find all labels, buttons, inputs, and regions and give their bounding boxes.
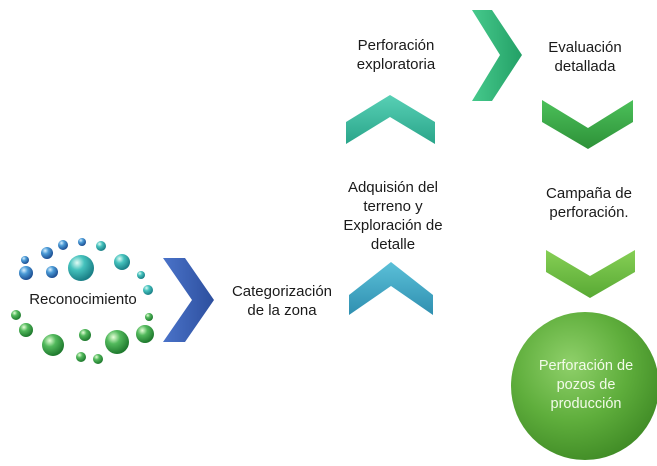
step-evaluacion-label: Evaluación detallada: [548, 39, 622, 75]
step-perforacion-exploratoria-label: Perforación exploratoria: [356, 37, 436, 73]
arrow-up-1: [349, 262, 433, 315]
arrow-down-1: [542, 100, 633, 149]
bubble: [93, 354, 103, 364]
bubble: [145, 313, 153, 321]
step-reconocimiento-label: Reconocimiento: [29, 291, 137, 308]
bubble: [41, 247, 53, 259]
bubble: [96, 241, 106, 251]
production-circle: [511, 312, 657, 460]
bubble: [136, 325, 154, 343]
bubble: [46, 266, 58, 278]
arrow-right-1: [163, 258, 214, 342]
step-pozos-label: Perforación de pozos de producción: [538, 358, 634, 412]
bubble: [68, 255, 94, 281]
bubble: [105, 330, 129, 354]
arrow-up-2: [346, 95, 435, 144]
bubble: [114, 254, 130, 270]
bubble: [79, 329, 91, 341]
step-campana-label: Campaña de perforación.: [546, 185, 632, 221]
bubble: [19, 323, 33, 337]
bubble: [19, 266, 33, 280]
bubble: [21, 256, 29, 264]
bubble-cluster: [11, 238, 154, 364]
bubble: [137, 271, 145, 279]
bubble: [76, 352, 86, 362]
bubble: [11, 310, 21, 320]
step-adquisicion-label: Adquisión del terreno y Exploración de d…: [343, 179, 443, 253]
bubble: [42, 334, 64, 356]
bubble: [78, 238, 86, 246]
bubble: [58, 240, 68, 250]
arrow-right-2: [472, 10, 522, 101]
step-categorizacion-label: Categorización de la zona: [231, 283, 333, 319]
bubble: [143, 285, 153, 295]
arrow-down-2: [546, 250, 635, 298]
